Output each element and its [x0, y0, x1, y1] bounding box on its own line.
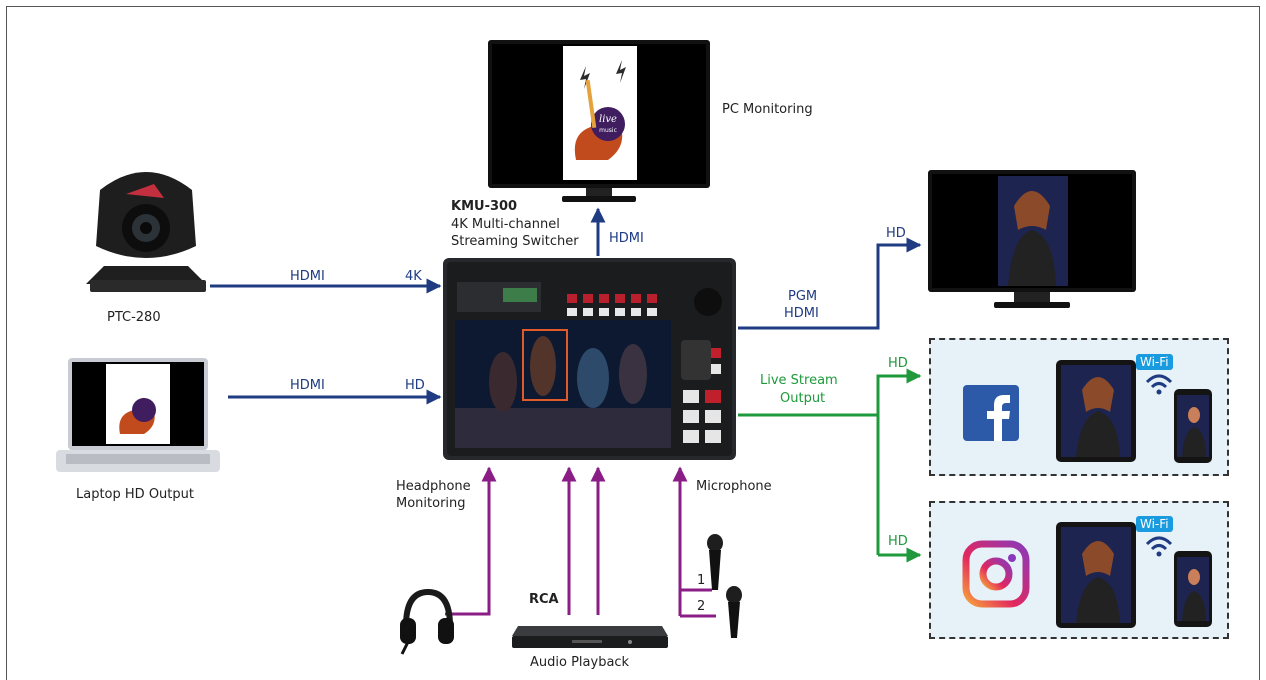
wifi-icon	[1145, 374, 1173, 395]
stream-facebook-line	[876, 368, 922, 555]
svg-text:music: music	[599, 127, 617, 134]
tablet-icon	[1056, 522, 1136, 628]
headphone-icon	[400, 588, 454, 655]
phone-icon	[1174, 389, 1212, 463]
microphone-label: Microphone	[696, 479, 772, 494]
monitor-hd-label: HD	[886, 226, 906, 241]
svg-text:live: live	[599, 114, 617, 125]
pgm-hdmi-label: HDMI	[784, 306, 819, 321]
camera-icon	[86, 172, 206, 292]
pc-hdmi-label: HDMI	[609, 231, 644, 246]
switcher-desc-2: Streaming Switcher	[451, 234, 579, 249]
headphone-line	[445, 466, 497, 616]
audio-player-icon	[512, 626, 668, 648]
laptop-hdmi-label: HDMI	[290, 378, 325, 393]
pc-monitoring-label: PC Monitoring	[722, 102, 813, 117]
camera-4k-label: 4K	[405, 269, 422, 284]
laptop-hd-label: HD	[405, 378, 425, 393]
camera-hdmi-label: HDMI	[290, 269, 325, 284]
microphone-icon	[726, 586, 742, 638]
live-stream-label: Live Stream	[760, 373, 838, 388]
facebook-hd-label: HD	[888, 356, 908, 371]
tablet-icon	[1056, 360, 1136, 462]
instagram-hd-label: HD	[888, 534, 908, 549]
monitor-icon: live music	[488, 40, 710, 202]
wifi-badge: Wi-Fi	[1136, 516, 1173, 532]
facebook-icon	[963, 385, 1019, 441]
wifi-badge: Wi-Fi	[1136, 354, 1173, 370]
diagram-frame	[6, 6, 1260, 680]
camera-label: PTC-280	[107, 310, 161, 325]
monitor-icon	[928, 170, 1136, 308]
mic-2-label: 2	[697, 599, 706, 614]
laptop-icon	[56, 358, 220, 472]
laptop-label: Laptop HD Output	[76, 487, 194, 502]
audio-playback-label: Audio Playback	[530, 655, 630, 670]
stream-output-label: Output	[780, 391, 826, 406]
headphone-label-1: Headphone	[396, 479, 471, 494]
microphone-icon	[707, 534, 723, 590]
switcher-to-monitor-line	[738, 237, 922, 330]
headphone-label-2: Monitoring	[396, 496, 466, 511]
wifi-icon	[1145, 536, 1173, 557]
pgm-label: PGM	[788, 289, 818, 304]
phone-icon	[1174, 551, 1212, 627]
switcher-model-label: KMU-300	[451, 199, 518, 214]
switcher-desc-1: 4K Multi-channel	[451, 217, 560, 232]
mic-1-label: 1	[697, 573, 706, 588]
rca-label: RCA	[529, 592, 559, 607]
switcher-icon	[443, 258, 736, 460]
instagram-icon	[962, 540, 1030, 608]
